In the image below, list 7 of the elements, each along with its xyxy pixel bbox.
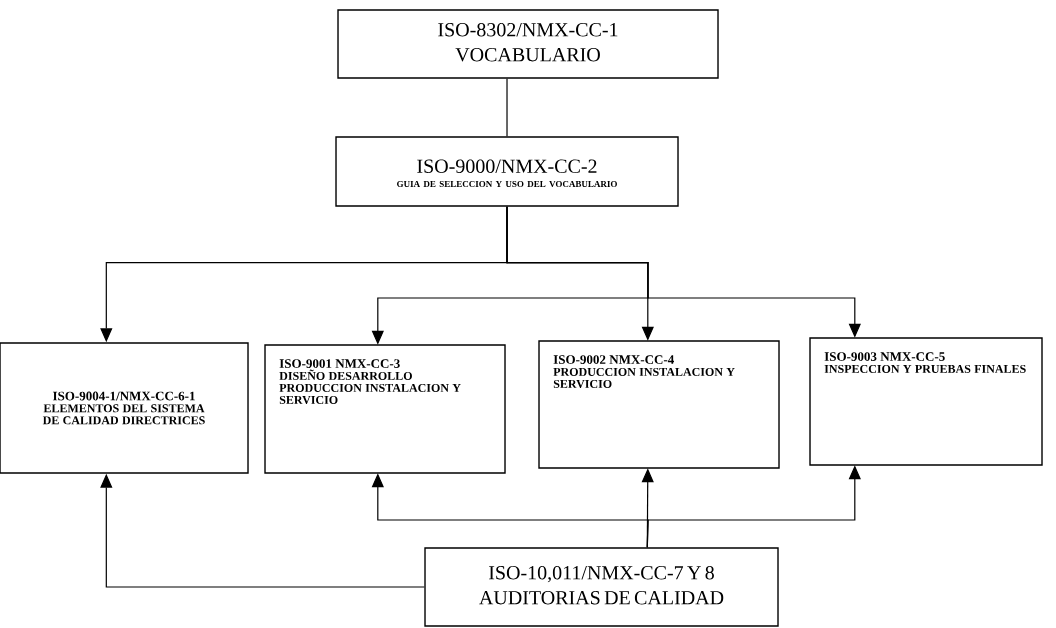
- standard-box: ISO-9003 NMX-CC-5 INSPECCION Y PRUEBAS FINALES: [809, 337, 1043, 466]
- standard-box: ISO-9001 NMX-CC-3 DISEÑO DESARROLLO PRODUCCION INSTALACION Y SERVICIO: [264, 344, 506, 474]
- standard-box: ISO-10,011/NMX-CC-7 Y 8 AUDITORIAS DE CALIDAD: [424, 547, 779, 627]
- standard-box: ISO-9004-1/NMX-CC-6-1 ELEMENTOS DEL SISTEMA DE CALIDAD DIRECTRICES: [0, 342, 249, 474]
- standard-box: ISO-9002 NMX-CC-4 PRODUCCION INSTALACION Y SERVICIO: [538, 340, 780, 469]
- standard-box: ISO-9000/NMX-CC-2 GUIA DE SELECCION Y USO DEL VOCABULARIO: [335, 136, 679, 207]
- standard-box: ISO-8302/NMX-CC-1 VOCABULARIO: [337, 9, 719, 79]
